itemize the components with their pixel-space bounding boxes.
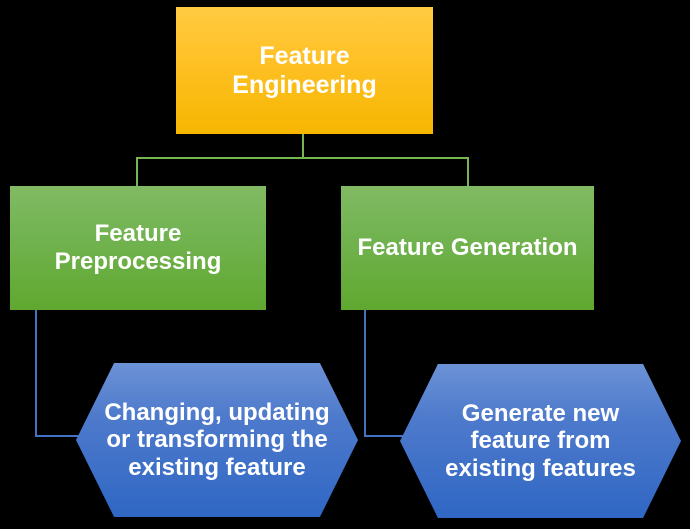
connector-root-split-bar [136,157,469,159]
connector-branch-right-vertical [364,310,366,437]
node-feature-generation: Feature Generation [341,186,594,310]
connector-root-stem [302,133,304,159]
node-preprocessing-description: Changing, updating or transforming the e… [76,363,358,517]
connector-branch-left-vertical [35,310,37,437]
connector-branch-left-horizontal [35,435,98,437]
connector-branch-right-horizontal [364,435,422,437]
connector-root-to-branch-left [136,157,138,187]
node-generation-description: Generate new feature from existing featu… [400,364,681,518]
node-feature-preprocessing: Feature Preprocessing [10,186,266,310]
connector-root-to-branch-right [467,157,469,187]
node-feature-engineering: Feature Engineering [176,7,433,134]
